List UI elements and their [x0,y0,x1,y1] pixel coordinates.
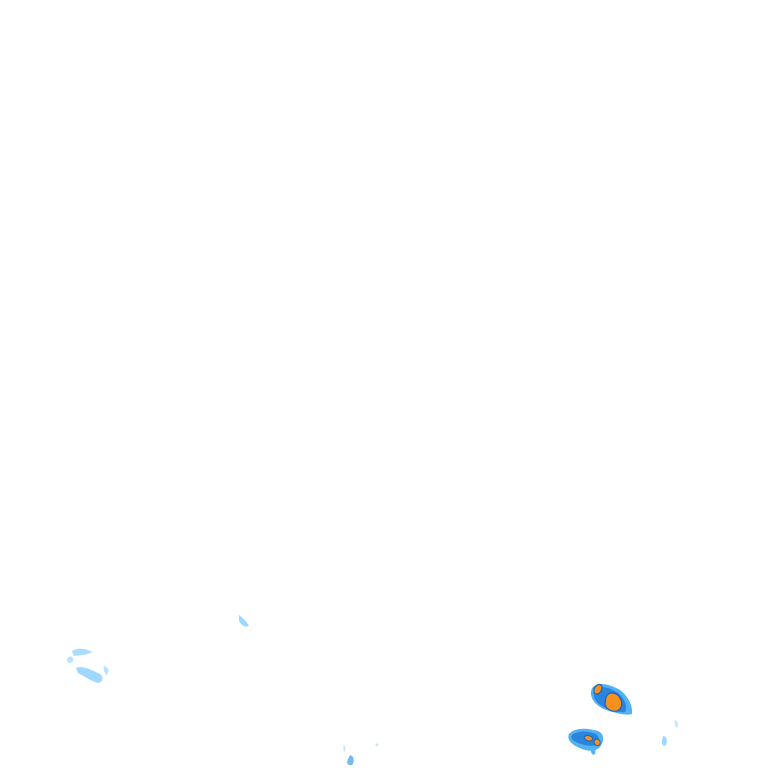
echo-cluster-east [661,720,679,746]
echo-light-cell [239,615,249,627]
echo-light-cell [67,656,74,664]
echo-intense-cell [593,738,601,747]
echo-light-cell [72,648,92,656]
echo-medium-cell [347,755,354,766]
echo-intense-cell [593,683,603,695]
echo-cluster-center-west [239,615,249,627]
echo-light-cell [76,667,103,683]
echo-intense-cell [604,692,623,712]
echo-light-cell [674,720,679,728]
echo-cluster-west [67,648,109,683]
echo-light-cell [375,743,379,747]
storm-cell-north [590,683,633,715]
echo-cluster-south [343,743,379,766]
echo-medium-cell [590,748,596,755]
storm-cell-south [568,728,604,755]
echo-light-cell [343,745,346,752]
echo-light-cell [103,666,109,675]
echo-light-cell [661,736,667,746]
echo-intense-cell [583,735,594,742]
